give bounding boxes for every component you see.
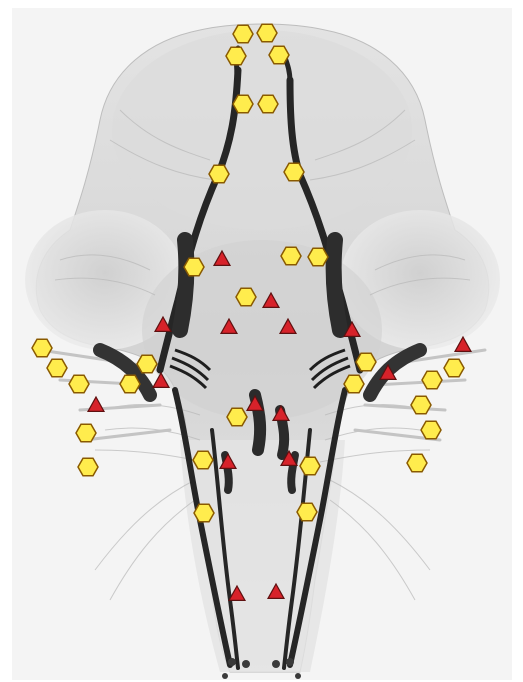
hexagon-marker xyxy=(226,47,246,64)
hexagon-marker xyxy=(120,375,140,392)
hexagon-marker xyxy=(344,375,364,392)
hexagon-marker xyxy=(194,504,214,521)
hexagon-marker xyxy=(184,258,204,275)
hexagon-marker xyxy=(78,458,98,475)
hexagon-marker xyxy=(407,454,427,471)
hexagon-marker xyxy=(421,421,441,438)
hexagon-marker xyxy=(233,95,253,112)
hexagon-marker xyxy=(281,247,301,264)
hexagon-marker xyxy=(284,163,304,180)
hexagon-marker xyxy=(297,503,317,520)
hexagon-marker xyxy=(233,25,253,42)
hexagon-marker xyxy=(411,396,431,413)
hexagon-marker xyxy=(227,408,247,425)
hexagon-marker xyxy=(32,339,52,356)
right-mid-nucleus xyxy=(334,240,340,330)
hexagon-marker xyxy=(269,46,289,63)
hexagon-marker xyxy=(356,353,376,370)
hexagon-marker xyxy=(258,95,278,112)
hexagon-marker xyxy=(300,457,320,474)
hexagon-marker xyxy=(193,451,213,468)
hexagon-marker xyxy=(76,424,96,441)
upper-thalamus xyxy=(112,30,412,230)
hexagon-marker xyxy=(422,371,442,388)
left-mid-nucleus xyxy=(180,240,186,330)
hexagon-marker xyxy=(257,24,277,41)
hexagon-marker xyxy=(209,165,229,182)
hexagon-marker xyxy=(137,355,157,372)
hexagon-marker xyxy=(47,359,67,376)
hexagon-marker xyxy=(236,288,256,305)
hexagon-marker xyxy=(69,375,89,392)
hexagon-marker xyxy=(444,359,464,376)
hexagon-marker xyxy=(308,248,328,265)
